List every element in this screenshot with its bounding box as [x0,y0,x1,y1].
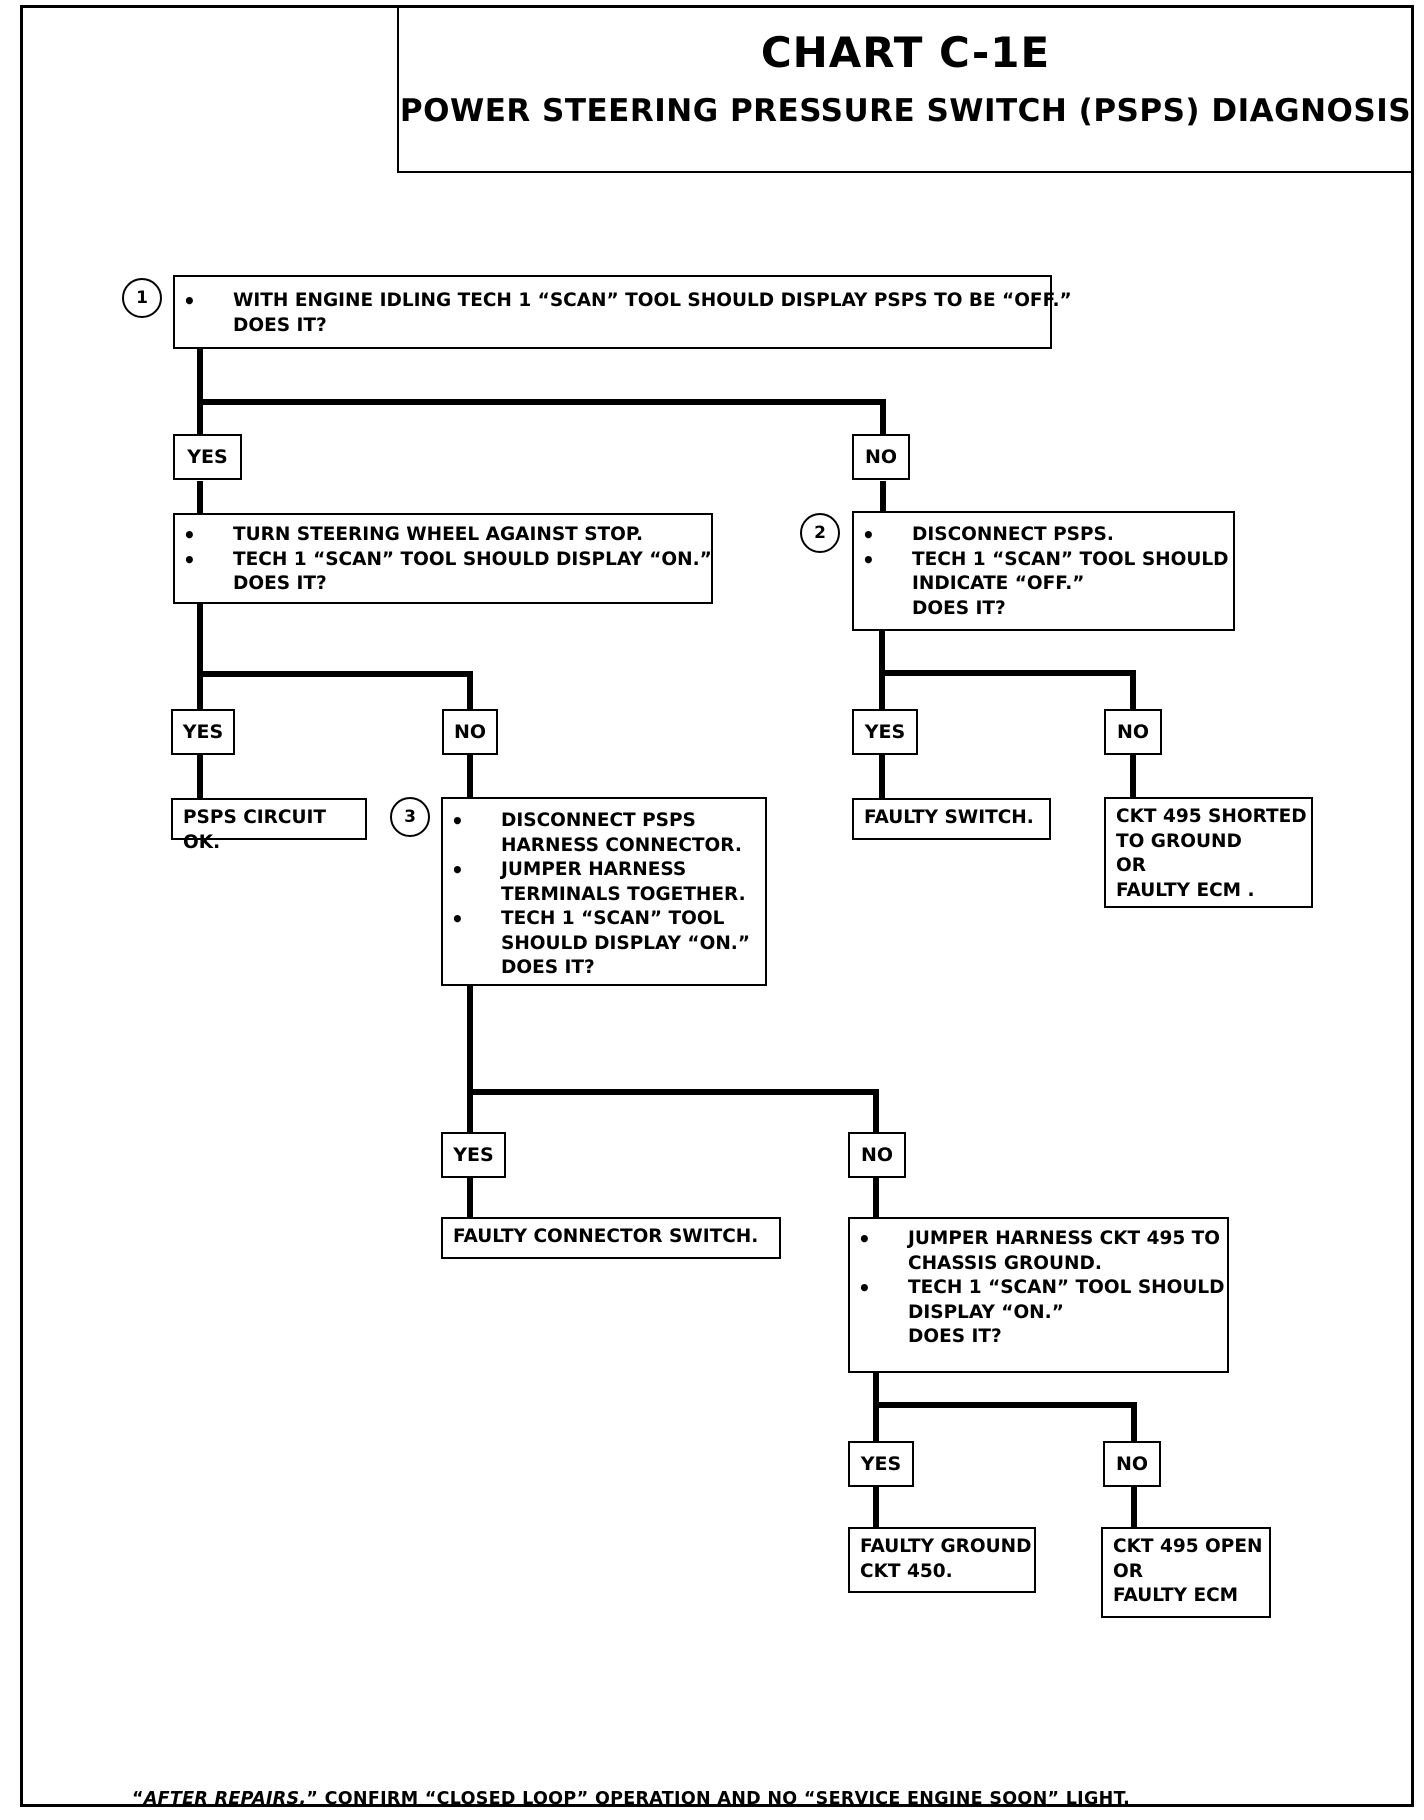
result-faulty-switch: FAULTY SWITCH. [852,798,1051,840]
question-1-item: WITH ENGINE IDLING TECH 1 “SCAN” TOOL SH… [175,289,1072,338]
question-5-item-2-line-1: TECH 1 “SCAN” TOOL SHOULD [908,1277,1225,1298]
question-5-item-1-line-1: JUMPER HARNESS CKT 495 TO [908,1228,1220,1249]
result-ckt-open-line-1: CKT 495 OPEN [1113,1536,1263,1557]
result-ckt-open-line-2: OR [1113,1560,1143,1582]
question-5-item-2: TECH 1 “SCAN” TOOL SHOULD DISPLAY “ON.” … [850,1276,1227,1350]
question-2-item-2-line-2: DOES IT? [233,573,327,594]
question-4-item-1-line-1: DISCONNECT PSPS [501,810,696,831]
footer-note: “AFTER REPAIRS,” CONFIRM “CLOSED LOOP” O… [132,1789,1130,1809]
connector-q5 [873,1370,1137,1445]
result-ckt-shorted: CKT 495 SHORTED TO GROUND OR FAULTY ECM … [1104,797,1313,908]
question-3-item-2-line-2: INDICATE “OFF.” [912,573,1085,594]
q2-yes-label: YES [171,709,235,755]
connector-q2 [197,601,473,713]
result-ckt-shorted-line-1: CKT 495 SHORTED [1116,806,1307,827]
question-4-item-2: JUMPER HARNESS TERMINALS TOGETHER. [443,858,765,907]
question-4-item-3: TECH 1 “SCAN” TOOL SHOULD DISPLAY “ON.” … [443,907,765,981]
result-psps-circuit-ok: PSPS CIRCUIT OK. [171,798,367,853]
question-3-item-2-line-3: DOES IT? [912,597,1006,619]
question-4-item-1-line-2: HARNESS CONNECTOR. [501,834,742,856]
q2-no-label: NO [442,709,498,755]
result-ckt-shorted-line-3: OR [1116,855,1146,876]
question-2-item-1: TURN STEERING WHEEL AGAINST STOP. [175,523,711,548]
question-1-line-1: WITH ENGINE IDLING TECH 1 “SCAN” TOOL SH… [233,290,1072,311]
question-4-item-1: DISCONNECT PSPS HARNESS CONNECTOR. [443,809,765,858]
q4-yes-label: YES [441,1132,506,1178]
result-ckt-open: CKT 495 OPEN OR FAULTY ECM [1101,1527,1271,1618]
question-4-item-3-line-2: SHOULD DISPLAY “ON.” [501,932,750,954]
q3-yes-label: YES [852,709,918,755]
question-2-box: TURN STEERING WHEEL AGAINST STOP. TECH 1… [173,513,713,604]
question-2-item-2-line-1: TECH 1 “SCAN” TOOL SHOULD DISPLAY “ON.” [233,548,712,570]
result-faulty-ground-line-2: CKT 450. [860,1560,953,1582]
q1-yes-label: YES [173,434,242,480]
result-faulty-ground: FAULTY GROUND CKT 450. [848,1527,1036,1593]
question-2-item-2: TECH 1 “SCAN” TOOL SHOULD DISPLAY “ON.” … [175,548,712,597]
footer-quote-open: “ [132,1789,144,1809]
step-marker-1: 1 [122,278,162,318]
q1-no-label: NO [852,434,910,480]
question-3-item-2: TECH 1 “SCAN” TOOL SHOULD INDICATE “OFF.… [854,548,1233,622]
question-5-item-2-line-3: DOES IT? [908,1326,1002,1347]
question-5-item-1: JUMPER HARNESS CKT 495 TO CHASSIS GROUND… [850,1227,1227,1276]
q5-yes-label: YES [848,1441,914,1487]
question-2-item-1-line: TURN STEERING WHEEL AGAINST STOP. [233,524,644,545]
step-marker-3: 3 [390,797,430,837]
result-ckt-shorted-line-4: FAULTY ECM . [1116,879,1255,901]
question-1-box: WITH ENGINE IDLING TECH 1 “SCAN” TOOL SH… [173,275,1072,349]
q3-no-label: NO [1104,709,1162,755]
q4-no-label: NO [848,1132,906,1178]
q5-no-label: NO [1103,1441,1161,1487]
question-5-box: JUMPER HARNESS CKT 495 TO CHASSIS GROUND… [848,1217,1229,1373]
page-frame [20,5,1414,1807]
result-faulty-connector: FAULTY CONNECTOR SWITCH. [441,1217,781,1259]
footer-rest: ” CONFIRM “CLOSED LOOP” OPERATION AND NO… [306,1789,1131,1809]
connector-q3 [879,627,1136,713]
question-5-item-2-line-2: DISPLAY “ON.” [908,1301,1064,1323]
question-3-box: DISCONNECT PSPS. TECH 1 “SCAN” TOOL SHOU… [852,511,1235,631]
question-5-item-1-line-2: CHASSIS GROUND. [908,1252,1102,1274]
question-4-item-3-line-3: DOES IT? [501,957,595,978]
chart-title: CHART C-1E [760,28,1051,77]
question-3-item-2-line-1: TECH 1 “SCAN” TOOL SHOULD [912,548,1229,570]
footer-emphasis: AFTER REPAIRS, [143,1789,307,1809]
result-ckt-open-line-3: FAULTY ECM [1113,1585,1239,1606]
question-3-item-1: DISCONNECT PSPS. [854,523,1233,548]
question-4-item-3-line-1: TECH 1 “SCAN” TOOL [501,908,725,929]
question-4-item-2-line-1: JUMPER HARNESS [501,859,687,880]
title-box [397,5,1414,173]
result-faulty-ground-line-1: FAULTY GROUND [860,1536,1032,1557]
question-3-item-1-line: DISCONNECT PSPS. [912,524,1114,545]
question-1-line-2: DOES IT? [233,314,327,336]
result-ckt-shorted-line-2: TO GROUND [1116,830,1242,852]
step-marker-2: 2 [800,513,840,553]
question-4-box: DISCONNECT PSPS HARNESS CONNECTOR. JUMPE… [441,797,767,986]
connector-q1 [197,345,886,453]
question-4-item-2-line-2: TERMINALS TOGETHER. [501,883,746,905]
chart-subtitle: POWER STEERING PRESSURE SWITCH (PSPS) DI… [399,93,1412,129]
connector-q4 [467,982,879,1136]
